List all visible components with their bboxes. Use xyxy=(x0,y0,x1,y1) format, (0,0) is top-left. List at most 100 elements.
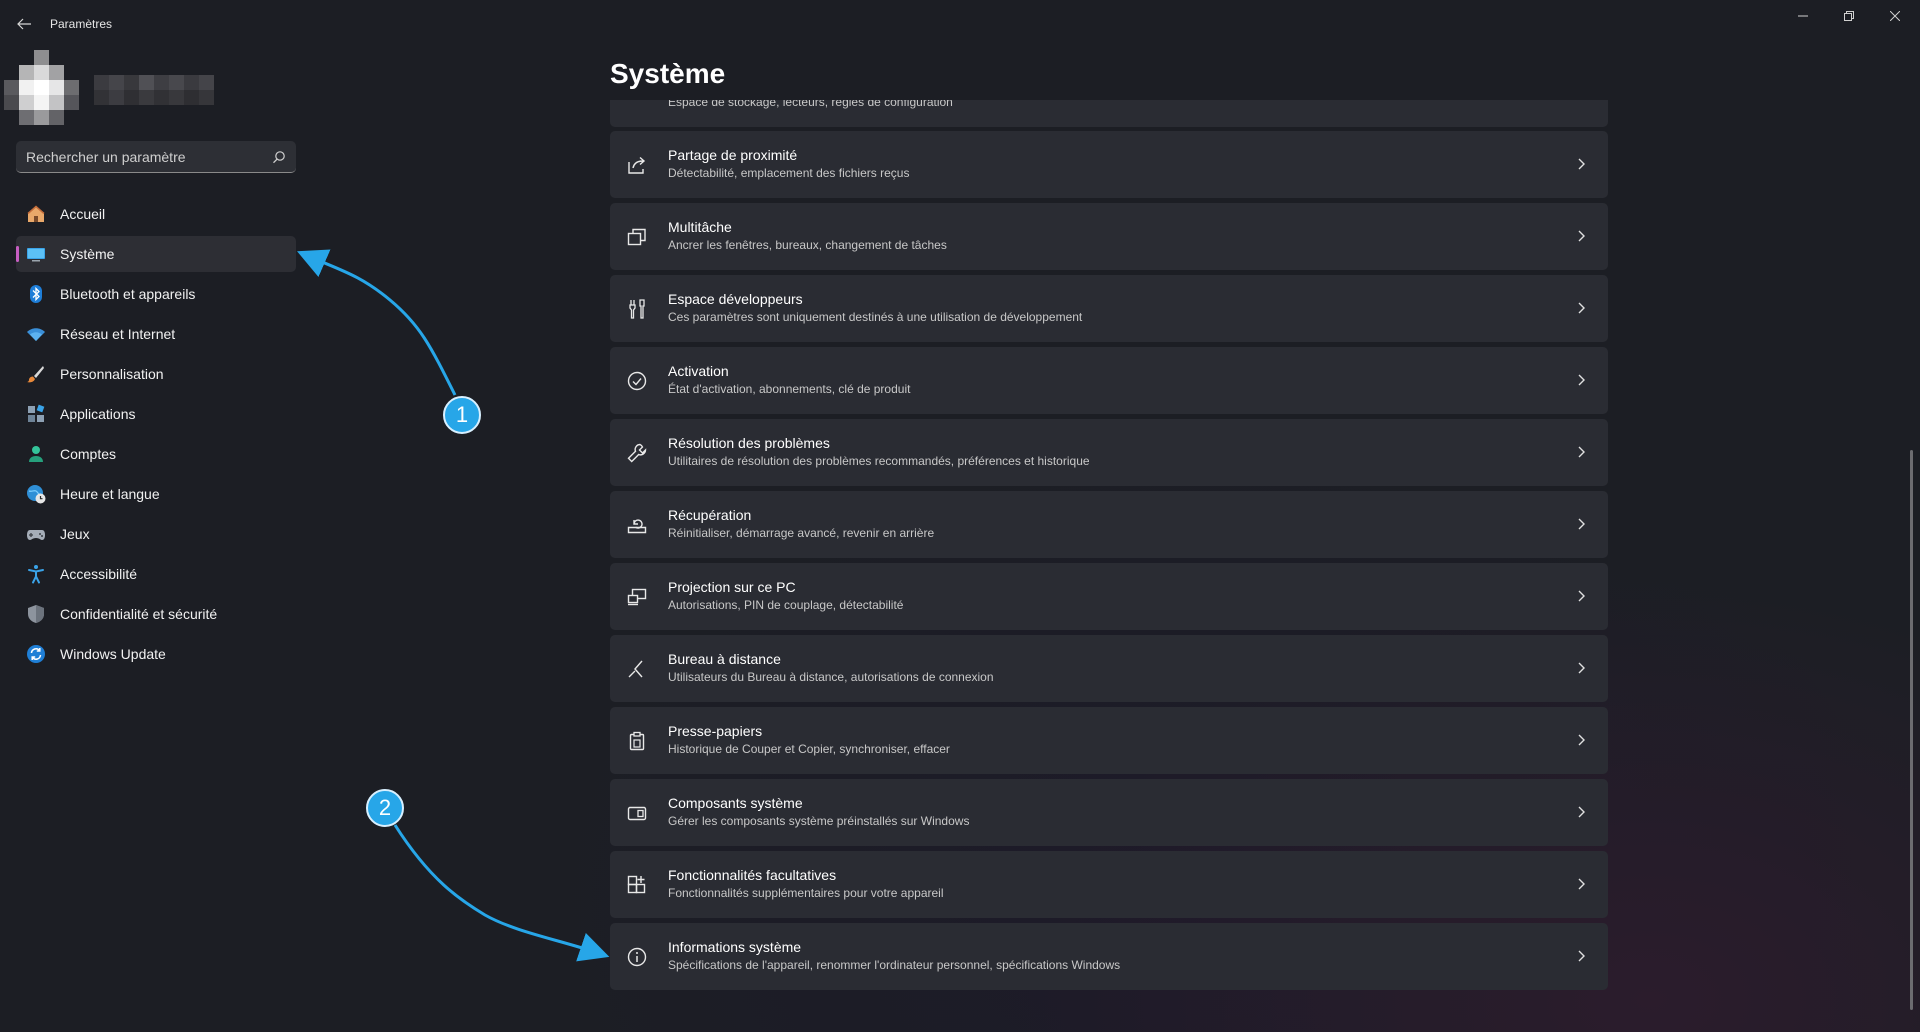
check-circle-icon xyxy=(627,371,647,391)
settings-list: Espace de stockage, lecteurs, règles de … xyxy=(610,100,1608,1000)
sidebar-item-confidentialite[interactable]: Confidentialité et sécurité xyxy=(16,596,296,632)
sidebar-item-windows-update[interactable]: Windows Update xyxy=(16,636,296,672)
wrench-icon xyxy=(627,443,647,463)
card-description: Gérer les composants système préinstallé… xyxy=(668,814,970,828)
card-description: Spécifications de l'appareil, renommer l… xyxy=(668,958,1121,972)
chevron-right-icon xyxy=(1578,806,1585,818)
close-button[interactable] xyxy=(1872,6,1918,26)
projection-icon xyxy=(627,588,647,606)
card-title: Multitâche xyxy=(668,219,732,235)
bluetooth-icon xyxy=(30,285,42,303)
shield-icon xyxy=(28,605,44,623)
monitor-icon xyxy=(27,248,45,262)
card-title: Récupération xyxy=(668,507,752,523)
settings-card-partage-proximite[interactable]: Partage de proximité Détectabilité, empl… xyxy=(610,131,1608,198)
card-title: Bureau à distance xyxy=(668,651,781,667)
minimize-icon xyxy=(1798,15,1808,17)
sidebar-item-label: Comptes xyxy=(60,446,117,462)
scrollbar[interactable] xyxy=(1910,450,1913,1010)
card-description: Historique de Couper et Copier, synchron… xyxy=(668,742,950,756)
chevron-right-icon xyxy=(1578,230,1585,242)
title-bar: Paramètres xyxy=(0,0,1920,48)
globe-clock-icon xyxy=(27,485,46,504)
components-icon xyxy=(627,806,647,821)
card-title: Projection sur ce PC xyxy=(668,579,796,595)
chevron-right-icon xyxy=(1578,734,1585,746)
sidebar-item-applications[interactable]: Applications xyxy=(16,396,296,432)
card-title: Composants système xyxy=(668,795,803,811)
info-icon xyxy=(627,947,647,967)
settings-card-recuperation[interactable]: Récupération Réinitialiser, démarrage av… xyxy=(610,491,1608,558)
user-profile[interactable] xyxy=(4,50,216,125)
sidebar-item-label: Accessibilité xyxy=(60,566,138,582)
back-button[interactable] xyxy=(12,12,36,36)
sidebar-nav: Accueil Système Bluetooth et appareils R… xyxy=(16,196,296,676)
update-icon xyxy=(27,645,45,663)
settings-card-multitache[interactable]: Multitâche Ancrer les fenêtres, bureaux,… xyxy=(610,203,1608,270)
chevron-right-icon xyxy=(1578,518,1585,530)
sidebar-item-accessibilite[interactable]: Accessibilité xyxy=(16,556,296,592)
chevron-right-icon xyxy=(1578,662,1585,674)
search-box[interactable] xyxy=(16,141,296,173)
multitask-icon xyxy=(627,228,646,246)
sidebar-item-heure-langue[interactable]: Heure et langue xyxy=(16,476,296,512)
sidebar-item-reseau[interactable]: Réseau et Internet xyxy=(16,316,296,352)
chevron-right-icon xyxy=(1578,302,1585,314)
settings-card-espace-developpeurs[interactable]: Espace développeurs Ces paramètres sont … xyxy=(610,275,1608,342)
sidebar-item-bluetooth[interactable]: Bluetooth et appareils xyxy=(16,276,296,312)
close-icon xyxy=(1890,11,1900,21)
card-title: Presse-papiers xyxy=(668,723,763,739)
sidebar-item-label: Applications xyxy=(60,406,136,422)
settings-card-resolution-problemes[interactable]: Résolution des problèmes Utilitaires de … xyxy=(610,419,1608,486)
card-title: Activation xyxy=(668,363,729,379)
chevron-right-icon xyxy=(1578,878,1585,890)
card-description: Détectabilité, emplacement des fichiers … xyxy=(668,166,910,180)
card-title: Informations système xyxy=(668,939,802,955)
card-description: Utilisateurs du Bureau à distance, autor… xyxy=(668,670,994,684)
settings-card-activation[interactable]: Activation État d'activation, abonnement… xyxy=(610,347,1608,414)
sidebar-item-comptes[interactable]: Comptes xyxy=(16,436,296,472)
card-description: Ces paramètres sont uniquement destinés … xyxy=(668,310,1083,324)
chevron-right-icon xyxy=(1578,590,1585,602)
share-icon xyxy=(628,156,646,174)
sidebar-item-label: Bluetooth et appareils xyxy=(60,286,196,302)
sidebar-item-label: Système xyxy=(60,246,115,262)
sidebar-item-label: Heure et langue xyxy=(60,486,160,502)
settings-card-fonctionnalites-facultatives[interactable]: Fonctionnalités facultatives Fonctionnal… xyxy=(610,851,1608,918)
card-title: Partage de proximité xyxy=(668,147,798,163)
settings-card-composants-systeme[interactable]: Composants système Gérer les composants … xyxy=(610,779,1608,846)
back-arrow-icon xyxy=(17,18,31,30)
card-description: Fonctionnalités supplémentaires pour vot… xyxy=(668,886,944,900)
sidebar-item-jeux[interactable]: Jeux xyxy=(16,516,296,552)
settings-card-informations-systeme[interactable]: Informations système Spécifications de l… xyxy=(610,923,1608,990)
settings-card-bureau-distance[interactable]: Bureau à distance Utilisateurs du Bureau… xyxy=(610,635,1608,702)
sidebar-item-personnalisation[interactable]: Personnalisation xyxy=(16,356,296,392)
remote-desktop-icon xyxy=(628,660,643,678)
card-description: Réinitialiser, démarrage avancé, revenir… xyxy=(668,526,935,540)
sidebar-item-accueil[interactable]: Accueil xyxy=(16,196,296,232)
minimize-button[interactable] xyxy=(1780,6,1826,26)
settings-card-stockage[interactable]: Espace de stockage, lecteurs, règles de … xyxy=(610,100,1608,127)
card-description: Utilitaires de résolution des problèmes … xyxy=(668,454,1090,468)
gamepad-icon xyxy=(27,530,45,540)
sidebar-item-label: Jeux xyxy=(60,526,90,542)
settings-card-projection[interactable]: Projection sur ce PC Autorisations, PIN … xyxy=(610,563,1608,630)
username xyxy=(94,65,216,105)
annotation-badge-1: 1 xyxy=(443,396,481,434)
sidebar-item-label: Personnalisation xyxy=(60,366,164,382)
search-icon[interactable] xyxy=(272,150,286,164)
sidebar-item-label: Réseau et Internet xyxy=(60,326,176,342)
card-description: Espace de stockage, lecteurs, règles de … xyxy=(668,100,953,109)
sidebar-item-systeme[interactable]: Système xyxy=(16,236,296,272)
search-input[interactable] xyxy=(26,141,256,172)
chevron-right-icon xyxy=(1578,446,1585,458)
developer-tools-icon xyxy=(629,299,645,319)
restore-button[interactable] xyxy=(1826,6,1872,26)
settings-card-presse-papiers[interactable]: Presse-papiers Historique de Couper et C… xyxy=(610,707,1608,774)
card-description: Ancrer les fenêtres, bureaux, changement… xyxy=(668,238,947,252)
home-icon xyxy=(27,205,45,222)
person-icon xyxy=(29,446,43,462)
chevron-right-icon xyxy=(1578,950,1585,962)
avatar xyxy=(4,50,82,125)
accessibility-icon xyxy=(28,565,44,584)
